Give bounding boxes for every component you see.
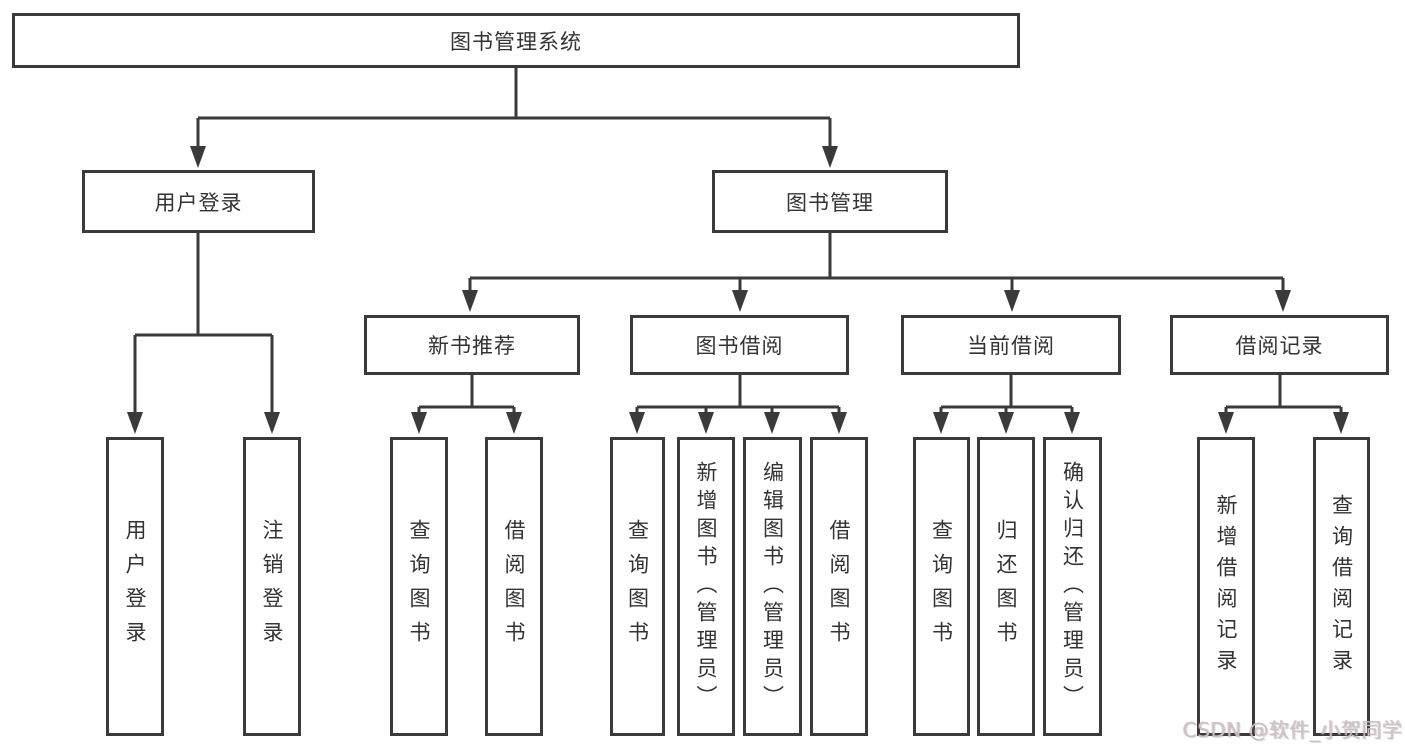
leaf-add-books-admin: 新增图书（管理员） bbox=[677, 437, 735, 736]
leaf-query-books-recommend: 查询图书 bbox=[390, 437, 448, 736]
node-current-borrowing: 当前借阅 bbox=[901, 315, 1121, 375]
leaf-query-books-current: 查询图书 bbox=[913, 437, 970, 736]
arrowheads-level3 bbox=[462, 290, 1291, 312]
leaf-query-books-borrow: 查询图书 bbox=[610, 437, 665, 736]
connector-book-mgmt-to-level3 bbox=[468, 233, 1285, 292]
node-borrowing-records: 借阅记录 bbox=[1170, 315, 1389, 375]
connector-level3-to-leaves bbox=[417, 375, 1343, 414]
leaf-borrow-books-recommend: 借阅图书 bbox=[485, 437, 543, 736]
leaf-return-books: 归还图书 bbox=[977, 437, 1035, 736]
node-book-borrowing: 图书借阅 bbox=[630, 315, 849, 375]
node-user-login: 用户登录 bbox=[82, 170, 315, 233]
connector-user-login-children bbox=[133, 233, 274, 414]
leaf-query-borrow-record: 查询借阅记录 bbox=[1313, 437, 1370, 736]
leaf-edit-books-admin: 编辑图书（管理员） bbox=[743, 437, 802, 736]
node-new-book-recommendation: 新书推荐 bbox=[364, 315, 580, 375]
node-book-management-system: 图书管理系统 bbox=[12, 13, 1020, 68]
node-book-management: 图书管理 bbox=[712, 170, 948, 233]
leaf-user-login: 用户登录 bbox=[106, 437, 164, 736]
connector-root-to-level2 bbox=[196, 68, 832, 148]
leaf-borrow-books: 借阅图书 bbox=[810, 437, 868, 736]
leaf-add-borrow-record: 新增借阅记录 bbox=[1197, 437, 1255, 736]
leaf-confirm-return-admin: 确认归还（管理员） bbox=[1043, 437, 1102, 736]
arrowheads-leaves bbox=[127, 412, 1349, 434]
leaf-logout: 注销登录 bbox=[243, 437, 301, 736]
csdn-watermark: CSDN @软件_小贺同学 bbox=[1183, 718, 1403, 742]
arrowheads-level2 bbox=[190, 146, 838, 168]
